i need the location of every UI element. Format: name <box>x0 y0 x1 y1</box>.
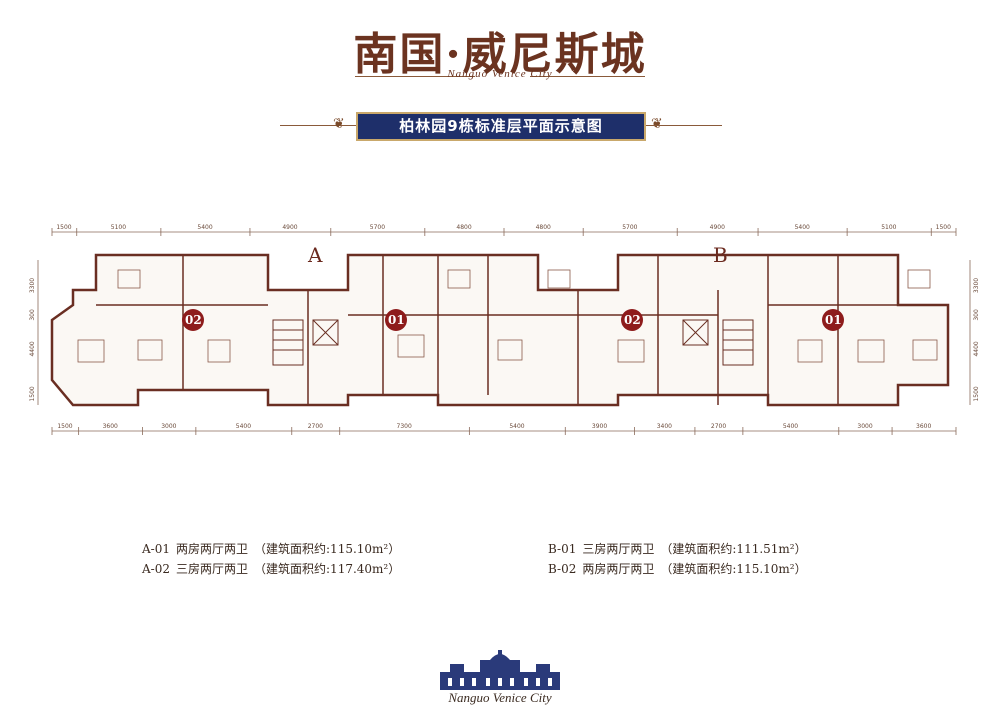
dimension-label: 7300 <box>397 423 412 430</box>
banner-rule-right <box>646 125 722 126</box>
dimension-label: 5400 <box>795 224 810 231</box>
floor-plan: 1500 5100 5400 4900 5700 4800 4800 5700 4900 5400… <box>29 224 980 435</box>
legend-code: B-02 <box>548 562 577 576</box>
unit-label-a: A <box>307 243 323 267</box>
dimension-label: 5100 <box>111 224 126 231</box>
footer-subtitle: Nanguo Venice City <box>448 690 552 705</box>
stair-core-a <box>272 319 339 366</box>
dimension-label: 5100 <box>881 224 896 231</box>
dimension-label: 4900 <box>282 224 297 231</box>
ornament-right-icon: ❦ <box>651 116 663 132</box>
legend-type: 三房两厅两卫 <box>582 542 655 556</box>
stair-core-b <box>682 319 754 366</box>
banner-title: 柏林园9栋标准层平面示意图 <box>356 112 646 141</box>
legend-code: A-01 <box>142 542 170 556</box>
legend-area: （建筑面积约:115.10m²） <box>660 562 807 576</box>
castle-logo-icon <box>440 650 560 690</box>
dimension-label: 1500 <box>936 224 951 231</box>
dimension-label: 2700 <box>711 423 726 430</box>
dimension-label: 3400 <box>657 423 672 430</box>
legend-type: 两房两厅两卫 <box>582 562 655 576</box>
legend-row: B-01 三房两厅两卫 （建筑面积约:111.51m²） <box>548 540 813 557</box>
legend-right: B-01 三房两厅两卫 （建筑面积约:111.51m²） B-02 两房两厅两卫 （建筑… <box>548 540 813 577</box>
dimension-label: 5400 <box>236 423 251 430</box>
badge-label: 01 <box>388 313 405 327</box>
brand-rule-left <box>355 76 475 77</box>
brand-rule-right <box>530 76 645 77</box>
dimension-label: 3900 <box>592 423 607 430</box>
side-dimensions-right: 3300 300 4400 1500 <box>973 278 980 402</box>
badge-b02: 02 <box>621 309 643 331</box>
bottom-dimension-ticks: 1500 3600 3000 5400 2700 7300 5400 3900 3400 2700… <box>51 423 957 435</box>
banner-rule-left <box>280 125 356 126</box>
badge-b01: 01 <box>822 309 844 331</box>
dimension-label: 5400 <box>197 224 212 231</box>
dimension-label: 3000 <box>161 423 176 430</box>
legend-row: A-01 两房两厅两卫 （建筑面积约:115.10m²） <box>142 540 406 557</box>
dimension-label: 1500 <box>57 423 72 430</box>
interior-walls <box>96 255 948 405</box>
legend-row: B-02 两房两厅两卫 （建筑面积约:115.10m²） <box>548 560 813 577</box>
legend-area: （建筑面积约:111.51m²） <box>660 542 807 556</box>
legend-area: （建筑面积约:115.10m²） <box>254 542 401 556</box>
dimension-label: 3000 <box>857 423 872 430</box>
dimension-label: 1500 <box>29 386 36 401</box>
brand-subtitle: Nanguo Venice City <box>447 68 553 80</box>
badge-label: 01 <box>825 313 842 327</box>
dimension-label: 4900 <box>710 224 725 231</box>
dimension-label: 4400 <box>973 341 980 356</box>
dimension-label: 3300 <box>29 278 36 293</box>
dimension-label: 1500 <box>973 386 980 401</box>
dimension-label: 2700 <box>308 423 323 430</box>
dimension-label: 5700 <box>622 224 637 231</box>
dimension-label: 5400 <box>509 423 524 430</box>
legend-left: A-01 两房两厅两卫 （建筑面积约:115.10m²） A-02 三房两厅两卫 （建筑… <box>142 540 406 577</box>
unit-label-b: B <box>713 243 728 267</box>
legend-type: 三房两厅两卫 <box>176 562 249 576</box>
dimension-label: 4800 <box>456 224 471 231</box>
legend-area: （建筑面积约:117.40m²） <box>254 562 401 576</box>
building-outline <box>50 253 950 407</box>
dimension-label: 3600 <box>916 423 931 430</box>
dimension-label: 1500 <box>56 224 71 231</box>
brand-title: 南国·威尼斯城 <box>353 29 647 80</box>
dimension-label: 4400 <box>29 341 36 356</box>
badge-label: 02 <box>624 313 641 327</box>
legend-type: 两房两厅两卫 <box>176 542 249 556</box>
badge-a01: 01 <box>385 309 407 331</box>
dimension-label: 5700 <box>370 224 385 231</box>
top-dimension-ticks: 1500 5100 5400 4900 5700 4800 4800 5700 4900 5400… <box>51 224 957 236</box>
dimension-label: 3300 <box>973 278 980 293</box>
side-dimensions-left: 3300 300 4400 1500 <box>29 278 36 402</box>
dimension-label: 4800 <box>536 224 551 231</box>
legend-code: A-02 <box>142 562 170 576</box>
ornament-left-icon: ❦ <box>333 116 345 132</box>
badge-label: 02 <box>185 313 202 327</box>
legend-code: B-01 <box>548 542 577 556</box>
dimension-label: 300 <box>29 309 36 321</box>
dimension-label: 5400 <box>783 423 798 430</box>
legend-row: A-02 三房两厅两卫 （建筑面积约:117.40m²） <box>142 560 406 577</box>
badge-a02: 02 <box>182 309 204 331</box>
furniture <box>77 269 938 363</box>
dimension-label: 3600 <box>103 423 118 430</box>
dimension-label: 300 <box>973 309 980 321</box>
